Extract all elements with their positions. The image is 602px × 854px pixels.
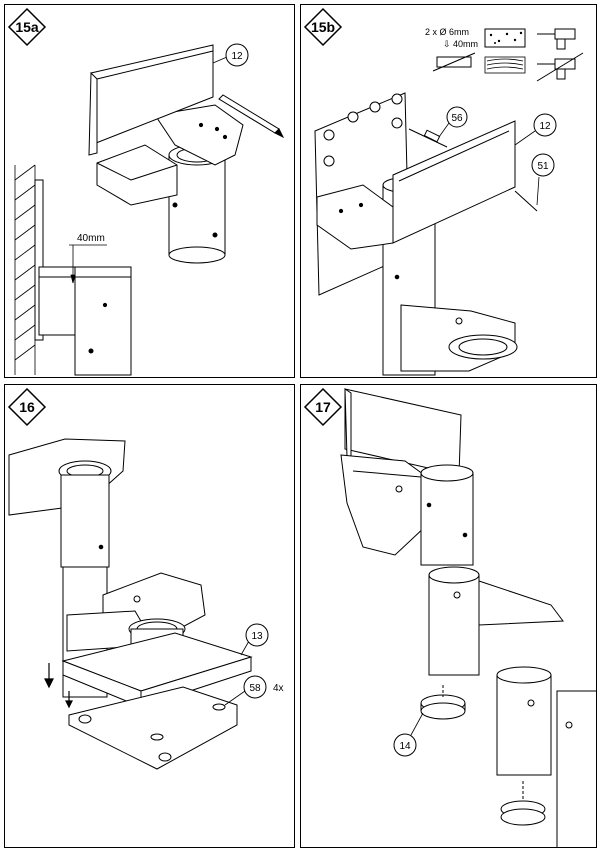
pillar-tube-middle xyxy=(428,566,564,676)
callout-number: 13 xyxy=(251,631,263,642)
cradle-bracket xyxy=(340,454,428,556)
end-cap-part-14 xyxy=(420,694,466,720)
assembly-illustration: 13 58 4x xyxy=(8,438,284,770)
hammer-drill-crossed-icon xyxy=(536,52,584,82)
pencil-icon xyxy=(218,94,285,139)
dimension-label: 40mm xyxy=(77,233,105,244)
pillar-tube-right xyxy=(496,666,552,776)
callout-number: 56 xyxy=(451,113,463,124)
lower-support-arm xyxy=(400,304,518,372)
step-15a-panel: 15a 40mm xyxy=(4,4,295,378)
assembly-illustration: 40mm xyxy=(14,43,285,376)
callout-number: 58 xyxy=(249,683,261,694)
concrete-wall-icon xyxy=(484,28,526,48)
back-panel-part-12 xyxy=(392,120,516,244)
step-15b-panel: 15b 2 x Ø 6mm ⇩ 40mm xyxy=(300,4,597,378)
pillar-tube-far-right xyxy=(556,690,596,847)
callout-number: 14 xyxy=(399,741,411,752)
wall-plug-crossed-icon xyxy=(432,52,476,72)
bracket-side-view xyxy=(34,179,132,376)
wood-wall-icon xyxy=(484,56,526,74)
callout-circle xyxy=(225,43,249,67)
callout-circle xyxy=(533,113,557,137)
callout-circle xyxy=(393,733,417,757)
callout-number: 12 xyxy=(539,121,551,132)
cradle-bracket xyxy=(96,144,178,206)
badge-diamond xyxy=(7,7,47,47)
base-plate-part-13 xyxy=(61,632,253,708)
support-arm xyxy=(154,104,244,166)
drill-icon xyxy=(537,28,576,50)
callout-circle xyxy=(531,153,555,177)
quantity-multiplier: 4x xyxy=(273,683,284,694)
step-number: 15b xyxy=(310,19,336,35)
callout-number: 51 xyxy=(537,161,549,172)
wall-plug-screw-part-56 xyxy=(408,128,448,148)
assembly-illustration: 2 x Ø 6mm ⇩ 40mm xyxy=(314,27,584,376)
step-number: 15a xyxy=(15,19,39,35)
step-number: 17 xyxy=(315,399,331,415)
badge-diamond xyxy=(303,7,343,47)
wall xyxy=(14,164,36,375)
callout-circle xyxy=(245,623,269,647)
floor-anchor-plate xyxy=(68,686,238,770)
down-arrow-icon xyxy=(44,663,73,709)
step-badge: 17 xyxy=(303,387,343,427)
end-cap-lower xyxy=(500,800,546,826)
pillar-tube xyxy=(420,464,474,566)
drill-quantity-spec: 2 x Ø 6mm xyxy=(425,27,469,37)
drill-depth-spec: ⇩ 40mm xyxy=(443,39,478,49)
callout-number: 12 xyxy=(231,51,243,62)
badge-diamond xyxy=(7,387,47,427)
step-badge: 15a xyxy=(7,7,47,47)
step-17-panel: 17 xyxy=(300,384,597,848)
callout-circle xyxy=(243,675,267,699)
assembly-illustration: 14 xyxy=(340,388,596,847)
step-badge: 16 xyxy=(7,387,47,427)
step-badge: 15b xyxy=(303,7,343,47)
badge-diamond xyxy=(303,387,343,427)
back-panel-part-12 xyxy=(88,44,214,156)
step-16-panel: 16 xyxy=(4,384,295,848)
dimension-marker xyxy=(69,244,107,284)
step-number: 16 xyxy=(19,399,35,415)
callout-circle xyxy=(446,106,468,128)
screw-part-51 xyxy=(514,190,538,212)
